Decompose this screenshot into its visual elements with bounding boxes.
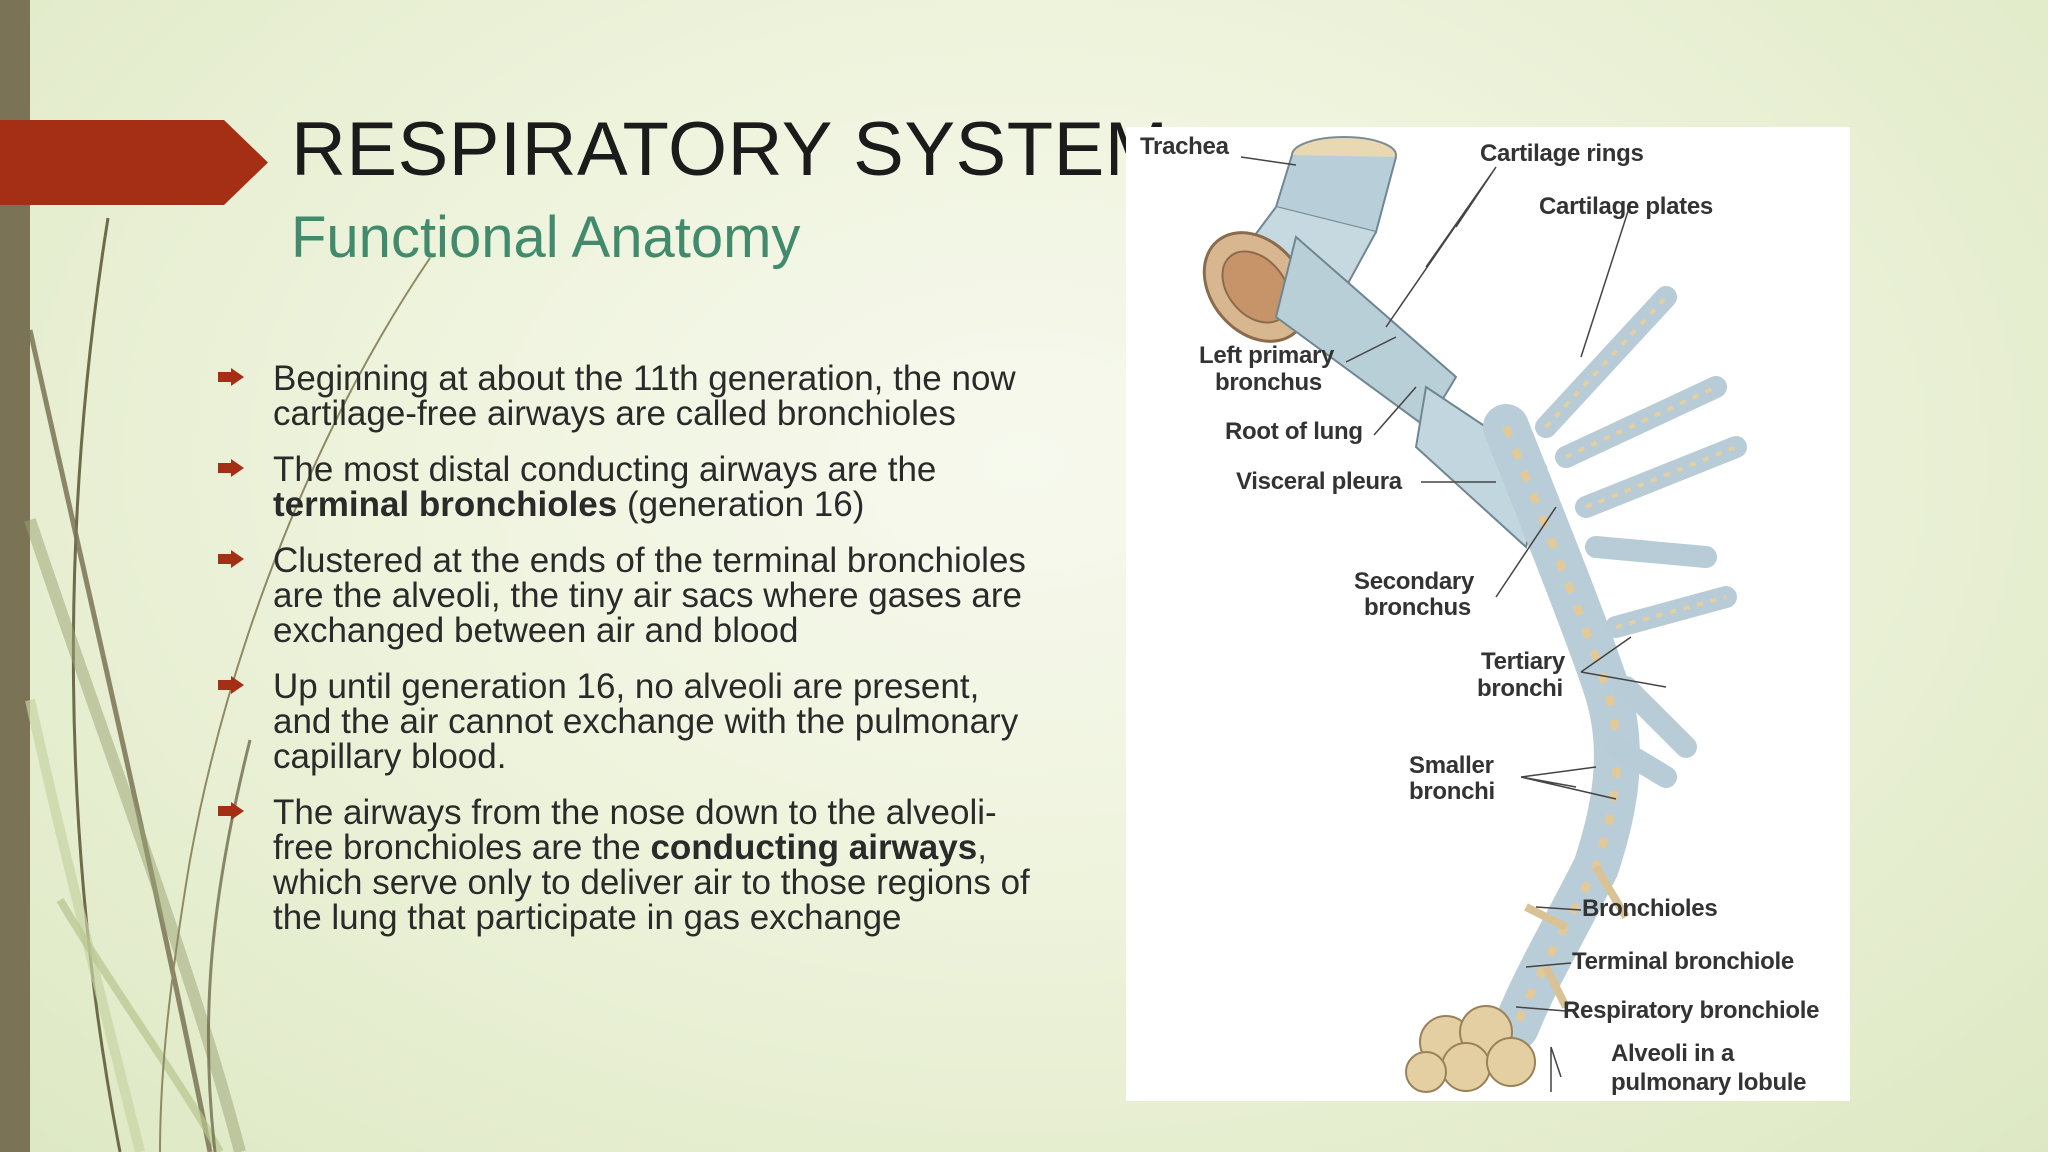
- diagram-label-respiratory-bronchiole: Respiratory bronchiole: [1563, 997, 1820, 1024]
- diagram-label-root-of-lung: Root of lung: [1225, 418, 1363, 445]
- diagram-label-pulmonary-lobule: pulmonary lobule: [1611, 1069, 1807, 1096]
- arrow-right-bullet-icon: [218, 368, 244, 386]
- alveoli-cluster: [1405, 1005, 1536, 1093]
- label-leader-lines: [1240, 156, 1667, 1092]
- bullet-bold-text: conducting airways: [650, 828, 978, 867]
- bullet-item-4: Up until generation 16, no alveoli are p…: [214, 669, 1044, 774]
- title-arrow-accent: [0, 120, 268, 205]
- bullet-text: Up until generation 16, no alveoli are p…: [273, 667, 1019, 776]
- bronchus-trunk: [1483, 404, 1640, 1050]
- bullet-item-3: Clustered at the ends of the terminal br…: [214, 543, 1044, 648]
- arrow-right-bullet-icon: [218, 550, 244, 568]
- bullet-item-5: The airways from the nose down to the al…: [214, 795, 1044, 935]
- diagram-label-tertiary: Tertiary: [1481, 648, 1565, 675]
- bullet-item-1: Beginning at about the 11th generation, …: [214, 361, 1044, 431]
- diagram-label-visceral-pleura: Visceral pleura: [1236, 468, 1402, 495]
- bullet-bold-text: terminal bronchioles: [273, 485, 618, 524]
- arrow-right-bullet-icon: [218, 802, 244, 820]
- diagram-label-tertiary-bronchi: bronchi: [1477, 675, 1563, 702]
- diagram-label-bronchioles: Bronchioles: [1582, 895, 1718, 922]
- bullet-text-tail: , which serve only to deliver air to tho…: [273, 828, 1030, 937]
- arrow-right-bullet-icon: [218, 459, 244, 477]
- diagram-label-secondary: Secondary: [1354, 568, 1475, 595]
- bullet-text: Beginning at about the 11th generation, …: [273, 359, 1016, 433]
- bullet-text-tail: (generation 16): [617, 485, 865, 524]
- arrow-right-bullet-icon: [218, 676, 244, 694]
- diagram-label-cartilage-plates: Cartilage plates: [1539, 193, 1713, 220]
- diagram-label-smaller-bronchi: bronchi: [1409, 778, 1495, 805]
- slide-title: RESPIRATORY SYSTEM: [291, 107, 1169, 192]
- diagram-label-terminal-bronchiole: Terminal bronchiole: [1572, 948, 1794, 975]
- respiratory-tree-diagram: Trachea Cartilage rings Cartilage plates…: [1126, 127, 1850, 1101]
- bronchus-branches: [1535, 286, 1747, 788]
- bullet-text: The most distal conducting airways are t…: [273, 450, 937, 489]
- bronchiole-branch: [1524, 864, 1630, 1009]
- diagram-label-alveoli: Alveoli in a: [1611, 1040, 1735, 1067]
- diagram-label-cartilage-rings: Cartilage rings: [1480, 140, 1644, 167]
- diagram-label-smaller: Smaller: [1409, 752, 1494, 779]
- diagram-label-bronchus: bronchus: [1215, 369, 1322, 396]
- bronchial-tree-illustration: [1202, 136, 1747, 1093]
- bullet-item-2: The most distal conducting airways are t…: [214, 452, 1044, 522]
- diagram-label-secondary-bronchus: bronchus: [1364, 594, 1471, 621]
- diagram-label-left-primary: Left primary: [1199, 342, 1335, 369]
- slide-subtitle: Functional Anatomy: [291, 205, 801, 270]
- bullet-text: Clustered at the ends of the terminal br…: [273, 541, 1026, 650]
- bullet-list: Beginning at about the 11th generation, …: [214, 361, 1044, 956]
- diagram-label-trachea: Trachea: [1140, 133, 1229, 160]
- bullet-text: The airways from the nose down to the al…: [273, 793, 997, 867]
